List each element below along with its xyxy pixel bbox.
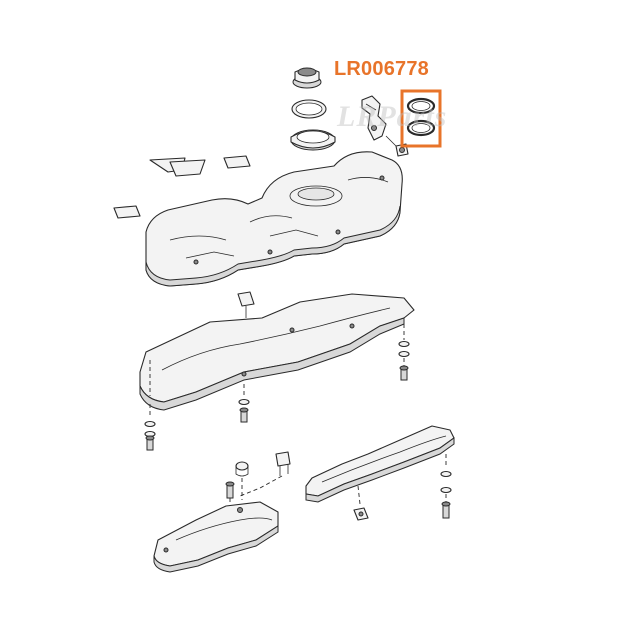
- upper-heat-shield: [139, 293, 415, 411]
- rail-fasteners: [440, 454, 452, 519]
- side-rail-shield: [305, 425, 455, 521]
- rear-heat-shield: [153, 501, 279, 573]
- sender-bracket: [361, 95, 387, 141]
- pump-seal-ring: [291, 99, 327, 119]
- shield-fasteners: [144, 324, 410, 451]
- tank-clip: [237, 291, 255, 318]
- fuel-pump-cap: [292, 67, 322, 89]
- fuel-tank: [145, 151, 403, 287]
- insulation-pads: [113, 155, 251, 219]
- rear-shield-fasteners: [225, 451, 291, 514]
- part-number-label: LR006778: [334, 58, 429, 80]
- pump-locking-ring: [290, 129, 336, 151]
- highlighted-seal-kit: [400, 89, 442, 148]
- watermark-logo: LRParts: [337, 100, 448, 133]
